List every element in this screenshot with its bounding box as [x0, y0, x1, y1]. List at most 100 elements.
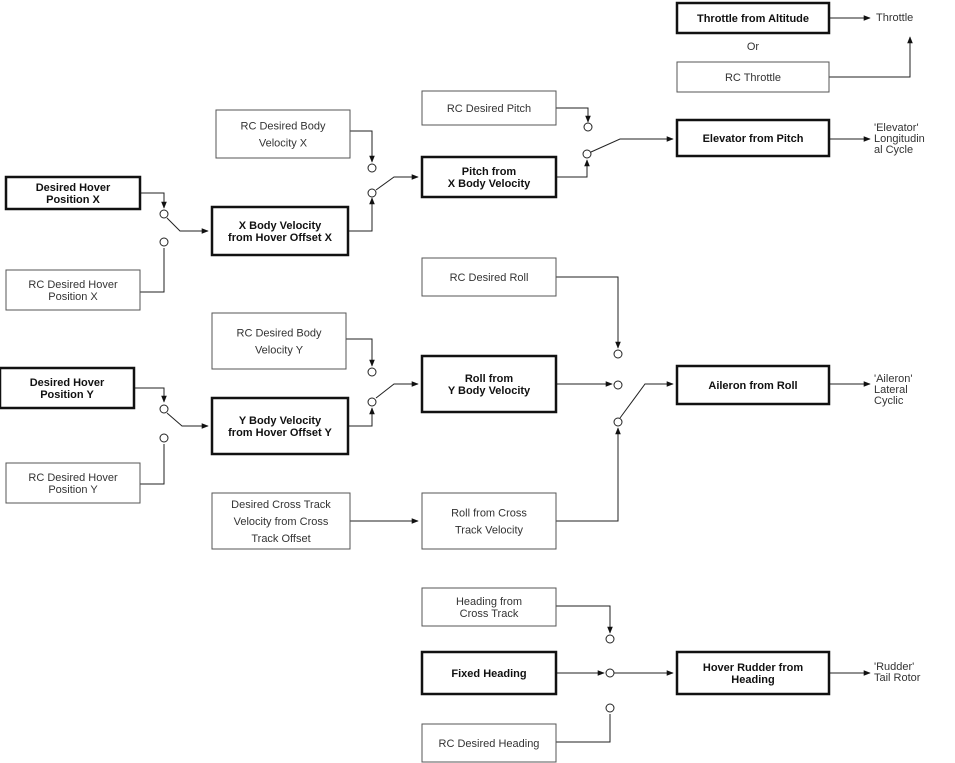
desired-hover-position-x-box: [4, 175, 142, 211]
desired-cross-track-velocity-label-3: Track Offset: [251, 533, 310, 545]
hover-x-switch-bottom: [159, 237, 169, 247]
hover-y-arrow: [134, 387, 167, 403]
rc-desired-hover-position-y-box: [5, 462, 141, 504]
rc-desired-roll-label-1: RC Desired Roll: [450, 272, 529, 284]
rc-desired-body-velocity-x-label-1: RC Desired Body: [241, 121, 326, 133]
roll-switch-top: [613, 349, 623, 359]
yvel-switch-output: [367, 397, 377, 407]
x-body-velocity-from-hover-offset-x-box: [210, 205, 350, 257]
desired-cross-track-velocity-box: [211, 492, 351, 550]
heading-switch-bottom: [605, 703, 615, 713]
yvel-input-arrow: [166, 412, 209, 429]
aileron-input-arrow: [619, 381, 674, 419]
rc-desired-pitch-block: RC Desired Pitch: [421, 90, 557, 126]
aileron-from-roll-box: [675, 364, 831, 406]
xvel-arrow-up: [348, 197, 375, 232]
rc-pitch-arrow: [556, 107, 591, 123]
heading-cross-arrow: [556, 605, 613, 634]
rc-vel-y-arrow: [346, 338, 375, 367]
rc-throttle-block: RC Throttle: [676, 61, 830, 93]
rc-throttle-arrow: [829, 36, 913, 78]
hover-x-switch-top: [159, 209, 169, 219]
heading-switch-middle: [605, 668, 615, 678]
rc-desired-hover-position-y-label-1: RC Desired Hover: [28, 472, 118, 484]
hover-rudder-from-heading-label-2: Heading: [731, 674, 774, 686]
roll-switch-bottom: [613, 417, 623, 427]
pitch-input-arrow: [375, 174, 419, 191]
pitch-switch-top: [583, 122, 593, 132]
pitch-from-x-body-velocity-label-1: Pitch from: [462, 166, 517, 178]
rc-desired-hover-position-x-label-2: Position X: [48, 291, 98, 303]
heading-switch-top: [605, 634, 615, 644]
elevator-from-pitch-box: [675, 118, 831, 158]
fixed-heading-label-1: Fixed Heading: [451, 668, 526, 680]
roll-input-arrow: [375, 381, 419, 399]
desired-hover-position-y-label-1: Desired Hover: [30, 377, 105, 389]
rc-desired-pitch-box: [421, 90, 557, 126]
elevator-output-label-1: 'Elevator': [874, 122, 919, 134]
aileron-from-roll-block: Aileron from Roll: [675, 364, 831, 406]
aileron-from-roll-label-1: Aileron from Roll: [708, 380, 797, 392]
elevator-input-arrow: [590, 136, 674, 153]
y-body-velocity-from-hover-offset-y-label-1: Y Body Velocity: [239, 415, 322, 427]
rc-desired-roll-block: RC Desired Roll: [421, 257, 557, 297]
rc-desired-body-velocity-y-label-2: Velocity Y: [255, 345, 304, 357]
rc-desired-heading-box: [421, 723, 557, 763]
hover-y-switch-bottom: [159, 433, 169, 443]
yvel-switch-top: [367, 367, 377, 377]
rc-desired-body-velocity-y-box: [211, 312, 347, 370]
roll-from-cross-track-velocity-label-2: Track Velocity: [455, 525, 524, 537]
desired-hover-position-y-label-2: Position Y: [40, 389, 94, 401]
rc-desired-hover-position-x-box: [5, 269, 141, 311]
fixed-heading-box: [420, 650, 558, 696]
roll-from-y-body-velocity-label-1: Roll from: [465, 373, 513, 385]
rc-vel-x-arrow: [350, 130, 375, 163]
rc-desired-roll-box: [421, 257, 557, 297]
pitch-from-x-body-velocity-label-2: X Body Velocity: [448, 178, 531, 190]
x-body-velocity-from-hover-offset-x-label-1: X Body Velocity: [239, 220, 322, 232]
pitch-from-x-body-velocity-box: [420, 155, 558, 199]
rc-desired-hover-position-y-label-2: Position Y: [48, 484, 98, 496]
roll-from-cross-track-velocity-box: [421, 492, 557, 550]
rc-desired-heading-block: RC Desired Heading: [421, 723, 557, 763]
elevator-output-label-3: al Cycle: [874, 144, 913, 156]
roll-from-y-body-velocity-label-2: Y Body Velocity: [448, 385, 531, 397]
rc-hover-x-wire: [140, 248, 165, 293]
yvel-arrow-up: [348, 407, 375, 427]
elevator-from-pitch-block: Elevator from Pitch: [675, 118, 831, 158]
pitch-switch-output: [582, 149, 592, 159]
connectors: [134, 15, 913, 743]
aileron-output-label-1: 'Aileron': [874, 373, 912, 385]
desired-hover-position-x-label-1: Desired Hover: [36, 182, 111, 194]
desired-cross-track-velocity-label-1: Desired Cross Track: [231, 499, 331, 511]
roll-from-y-body-velocity-box: [420, 354, 558, 414]
rc-throttle-label-1: RC Throttle: [725, 72, 781, 84]
rc-hover-y-wire: [140, 444, 165, 485]
roll-switch-middle: [613, 380, 623, 390]
hover-y-switch-top: [159, 404, 169, 414]
roll-from-cross-track-velocity-label-1: Roll from Cross: [451, 508, 527, 520]
rc-desired-hover-position-x-label-1: RC Desired Hover: [28, 279, 118, 291]
rc-desired-pitch-label-1: RC Desired Pitch: [447, 103, 531, 115]
fixed-heading-block: Fixed Heading: [420, 650, 558, 696]
x-body-velocity-from-hover-offset-x-label-2: from Hover Offset X: [228, 232, 333, 244]
rc-throttle-box: [676, 61, 830, 93]
rudder-output-label-1: 'Rudder': [874, 661, 914, 673]
y-body-velocity-from-hover-offset-y-box: [210, 396, 350, 456]
hover-rudder-from-heading-box: [675, 650, 831, 696]
hover-x-arrow: [140, 192, 167, 209]
